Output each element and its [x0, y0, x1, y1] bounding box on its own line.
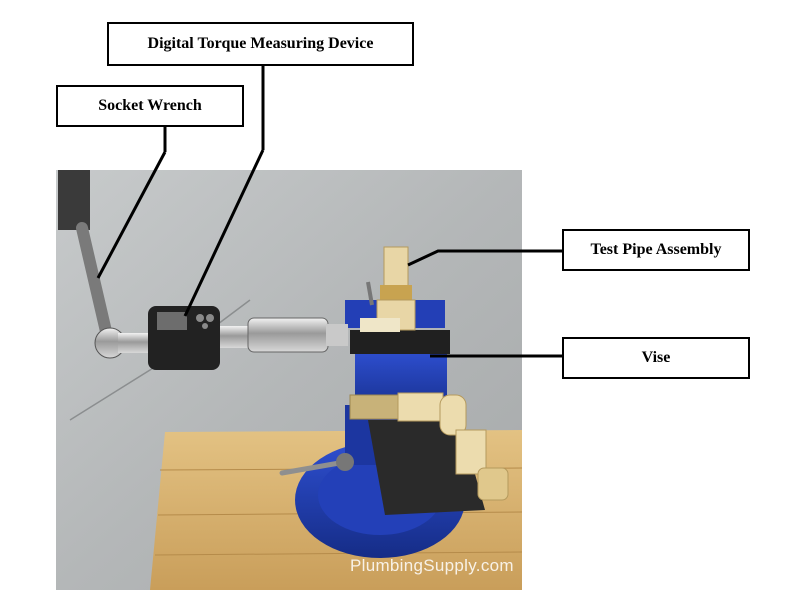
watermark-text: PlumbingSupply.com	[350, 556, 514, 575]
label-test-pipe-assembly: Test Pipe Assembly	[562, 229, 750, 271]
label-socket-wrench: Socket Wrench	[56, 85, 244, 127]
test-pipe-upper	[383, 246, 409, 288]
socket-wrench-shaft	[76, 222, 114, 346]
deep-socket	[247, 317, 329, 353]
adapter	[220, 326, 250, 348]
vise-handle	[279, 459, 348, 476]
leader-pipe	[407, 249, 562, 267]
torque-device-screen	[157, 312, 187, 330]
socket-wrench-handle	[58, 170, 90, 230]
label-vise: Vise	[562, 337, 750, 379]
label-digital-torque-device: Digital Torque Measuring Device	[107, 22, 414, 66]
test-pipe-lower	[349, 394, 401, 420]
